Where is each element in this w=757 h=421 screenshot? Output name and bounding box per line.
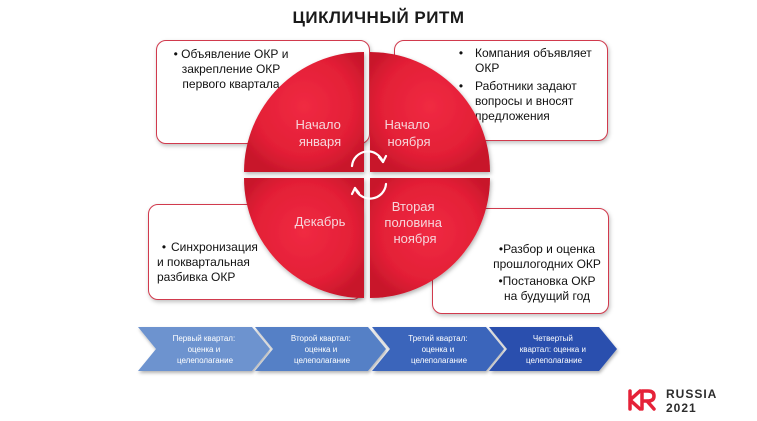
wheel-quadrant-november-second-half [370, 178, 490, 298]
box-november-item: •Компания объявляет ОКР [458, 46, 592, 75]
chevron-q1-label: Первый квартал: оценка и целеполагание [173, 334, 238, 365]
chevron-q3-label: Третий квартал: оценка и целеполагание [408, 334, 469, 365]
brand-line-year: 2021 [666, 401, 697, 415]
wheel-label-november-start: Начало ноября [385, 117, 434, 149]
box-december-item: •Синхронизация и поквартальная разбивка … [157, 240, 258, 284]
box-second-half-item: •Постановка ОКР на будущий год [498, 274, 596, 303]
wheel-label-january: Начало января [296, 117, 345, 149]
chevron-q2 [255, 327, 386, 371]
cycle-arrows-icon [350, 150, 388, 200]
okr-logo-icon [628, 389, 656, 411]
chevron-q3 [372, 327, 504, 371]
box-november-item: •Работники задают вопросы и вносят предл… [458, 79, 577, 123]
chevron-q1 [138, 327, 270, 371]
box-january-text: • Объявление ОКР и закрепление ОКР перво… [173, 47, 289, 91]
wheel-label-december: Декабрь [295, 214, 346, 229]
chevron-q4-label: Четвертый квартал: оценка и целеполагани… [520, 334, 588, 365]
wheel-quadrant-november-start [370, 52, 490, 172]
box-second-half-item: •Разбор и оценка прошлогодних ОКР [493, 242, 601, 271]
chevron-q4 [489, 327, 617, 371]
chevron-q2-label: Второй квартал: оценка и целеполагание [291, 334, 353, 365]
brand-name: RUSSIA 2021 [666, 387, 717, 415]
wheel-quadrant-january [244, 52, 364, 172]
brand-line-country: RUSSIA [666, 387, 718, 401]
wheel-quadrant-december [244, 178, 364, 298]
page-title: ЦИКЛИЧНЫЙ РИТМ [292, 8, 465, 27]
wheel-label-november-second-half: Вторая половина ноября [384, 199, 445, 246]
box-november-second-half: •Разбор и оценка прошлогодних ОКР •Поста… [432, 208, 609, 314]
